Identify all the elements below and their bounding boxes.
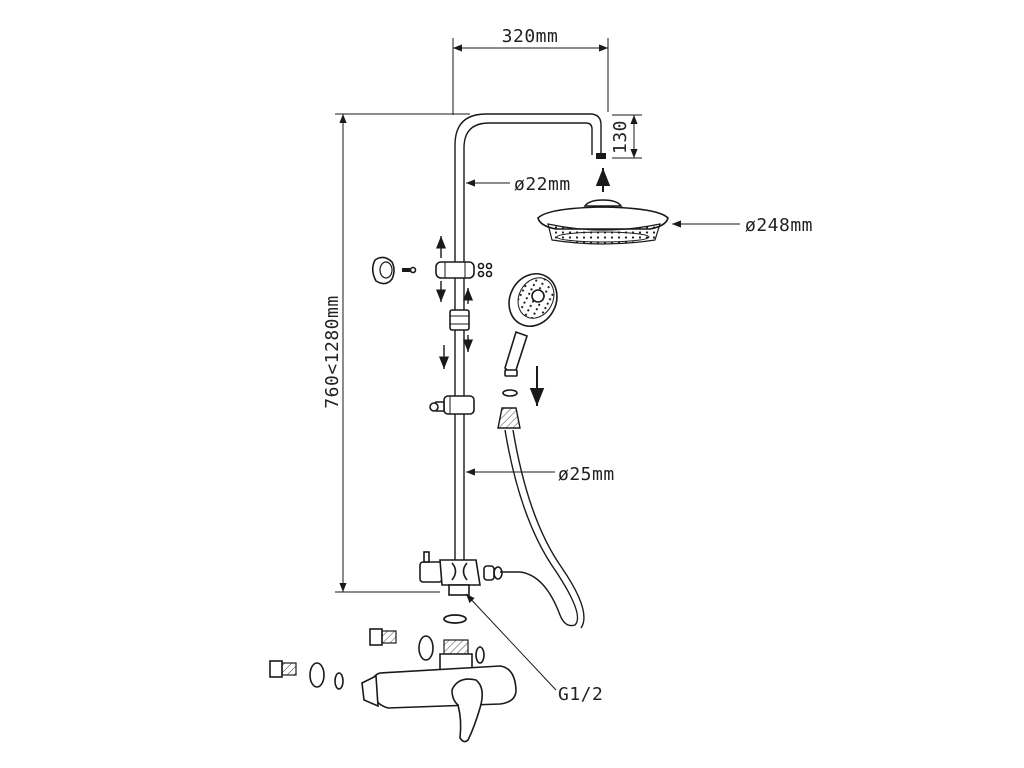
drop-label: 130: [610, 120, 631, 154]
arm-width-label: 320mm: [502, 26, 559, 47]
o-ring: [443, 614, 467, 624]
head-diameter-label: ø248mm: [745, 215, 813, 236]
washer-ring: [502, 389, 518, 397]
top-pipe-diameter-label: ø22mm: [514, 174, 571, 195]
diverter-connector: [419, 551, 503, 596]
bath-mixer: [361, 639, 517, 743]
eccentric-fitting-right: [369, 628, 434, 661]
thread-label: G1/2: [558, 684, 603, 705]
upper-slider-clamp: [435, 236, 493, 302]
riser-height-dimension: 760<1280mm: [322, 113, 470, 593]
top-pipe-diameter-callout: ø22mm: [466, 174, 571, 195]
riser-height-label: 760<1280mm: [322, 295, 343, 408]
eccentric-fitting-left: [269, 660, 344, 690]
riser-pipe: [454, 113, 606, 565]
thread-callout: G1/2: [465, 593, 603, 705]
head-diameter-callout: ø248mm: [672, 215, 813, 236]
shower-hose: [497, 407, 585, 629]
arm-width-dimension: 320mm: [452, 26, 609, 115]
riser-diameter-callout: ø25mm: [466, 464, 615, 485]
hand-shower-holder: [429, 395, 475, 415]
hand-shower: [504, 273, 558, 377]
rain-shower-head: [537, 199, 669, 245]
mixer-washer: [475, 646, 485, 664]
wall-bracket: [371, 256, 417, 285]
drop-dimension: 130: [610, 114, 642, 159]
riser-diameter-label: ø25mm: [558, 464, 615, 485]
slide-sleeve: [438, 288, 474, 369]
